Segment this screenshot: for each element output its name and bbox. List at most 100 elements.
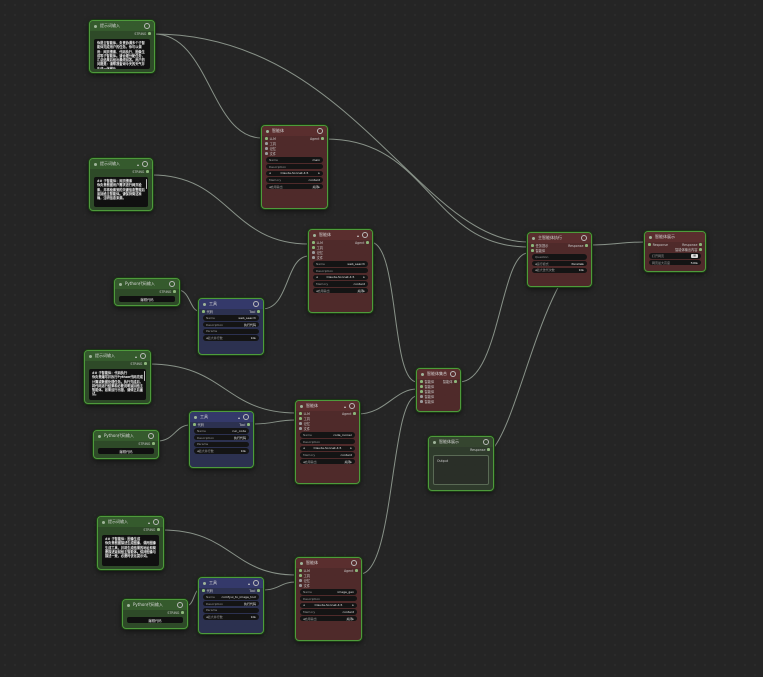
circle-dot-icon[interactable] (203, 581, 206, 585)
triangle-left-icon[interactable]: ◂ (303, 459, 305, 464)
circle-dot-icon[interactable] (300, 404, 303, 408)
python-input-node-1[interactable]: Python代码输入 STRING 编辑代码 (114, 278, 180, 306)
input-slot-tools[interactable] (265, 142, 268, 145)
triangle-right-icon[interactable]: ▸ (363, 275, 365, 280)
circle-dot-icon[interactable] (532, 236, 535, 240)
input-slot-agent-1[interactable] (420, 380, 423, 383)
prompt-textarea[interactable]: 你是主智能体，负责协调多个子智能体完成用户的任务。你可以调用：网页搜索、代码执行… (94, 39, 150, 69)
circle-toggle-icon[interactable] (142, 161, 148, 167)
agent-collection-node[interactable]: 智能体集合 智能体智能体 智能体 智能体 智能体 智能体 (416, 368, 461, 412)
input-slot-agent-5[interactable] (420, 400, 423, 403)
output-slot[interactable] (699, 243, 702, 246)
input-slot-response[interactable] (487, 448, 490, 451)
circle-dot-icon[interactable] (89, 354, 92, 358)
pin-icon[interactable]: ▴ (247, 580, 250, 586)
circle-dot-icon[interactable] (94, 162, 97, 166)
circle-toggle-icon[interactable] (177, 602, 183, 608)
widget-value[interactable]: 是 (691, 253, 698, 258)
node-header[interactable]: 智能体 (262, 126, 327, 136)
output-slot[interactable] (181, 611, 184, 614)
edit-code-button[interactable]: 编辑代码 (98, 448, 154, 454)
circle-dot-icon[interactable] (266, 129, 269, 133)
circle-toggle-icon[interactable] (581, 235, 587, 241)
edit-code-button[interactable]: 编辑代码 (127, 617, 183, 623)
model-select[interactable]: ◂Claude-Sonnet-4.5▸ (266, 170, 323, 177)
output-slot[interactable] (146, 170, 149, 173)
triangle-left-icon[interactable]: ◂ (197, 449, 199, 454)
model-select[interactable]: ◂Claude-Sonnet-4.5▸ (300, 445, 355, 452)
triangle-left-icon[interactable]: ◂ (269, 184, 271, 189)
triangle-left-icon[interactable]: ◂ (303, 616, 305, 621)
node-header[interactable]: 智能体展示 (429, 437, 493, 447)
node-header[interactable]: 工具 ▴ (199, 578, 263, 588)
output-slot[interactable] (157, 528, 160, 531)
input-slot-tools[interactable] (299, 574, 302, 577)
prompt-textarea[interactable]: ## 子智能体：图像生成 你负责根据描述生成图像，调用图像生成工具，并将生成结果… (102, 535, 159, 566)
output-slot[interactable] (152, 442, 155, 445)
node-header[interactable]: 智能体 (296, 558, 361, 568)
triangle-left-icon[interactable]: ◂ (206, 615, 208, 620)
circle-toggle-icon[interactable] (317, 128, 323, 134)
node-header[interactable]: Python代码输入 (115, 279, 179, 289)
triangle-left-icon[interactable]: ◂ (535, 261, 537, 266)
circle-toggle-icon[interactable] (243, 414, 249, 420)
pin-icon[interactable]: ▴ (343, 403, 346, 409)
output-slot-agent[interactable] (355, 569, 358, 572)
scrollbar[interactable] (143, 371, 145, 381)
triangle-right-icon[interactable]: ▸ (244, 449, 246, 454)
triangle-left-icon[interactable]: ◂ (303, 603, 305, 608)
params-widget[interactable]: Params (194, 441, 249, 448)
input-slot-agent-3[interactable] (420, 390, 423, 393)
triangle-left-icon[interactable]: ◂ (316, 288, 318, 293)
triangle-right-icon[interactable]: ▸ (363, 288, 365, 293)
triangle-left-icon[interactable]: ◂ (316, 275, 318, 280)
pin-icon[interactable]: ▴ (136, 161, 139, 167)
triangle-left-icon[interactable]: ◂ (206, 336, 208, 341)
node-header[interactable]: 智能体集合 (417, 369, 460, 379)
enable-output-toggle[interactable]: ◂启用输出关闭▸ (266, 184, 323, 190)
node-header[interactable]: 主智能体执行 (528, 233, 591, 243)
input-slot-file[interactable] (299, 427, 302, 430)
pin-icon[interactable]: ▴ (147, 519, 150, 525)
triangle-left-icon[interactable]: ◂ (535, 268, 537, 273)
input-slot-code[interactable] (193, 423, 196, 426)
node-header[interactable]: 工具 (199, 299, 263, 309)
triangle-right-icon[interactable]: ▸ (582, 261, 584, 266)
pin-icon[interactable]: ▴ (237, 414, 240, 420)
pin-icon[interactable]: ▴ (356, 232, 359, 238)
output-slot-tool[interactable] (247, 423, 250, 426)
pin-icon[interactable]: ▴ (134, 353, 137, 359)
circle-dot-icon[interactable] (98, 434, 101, 438)
circle-toggle-icon[interactable] (351, 560, 357, 566)
triangle-left-icon[interactable]: ◂ (269, 171, 271, 176)
circle-toggle-icon[interactable] (483, 439, 489, 445)
circle-toggle-icon[interactable] (153, 519, 159, 525)
input-slot-file[interactable] (265, 152, 268, 155)
triangle-right-icon[interactable]: ▸ (318, 171, 320, 176)
input-slot-agent-4[interactable] (420, 395, 423, 398)
text-input-node-1[interactable]: 提示词输入 STRING 你是主智能体，负责协调多个子智能体完成用户的任务。你可… (89, 20, 155, 73)
prompt-textarea[interactable]: ## 子智能体：网页搜索 你负责根据用户需求进行网页检索，并将检索到的关键信息整… (94, 177, 148, 207)
node-header[interactable]: 提示词输入 (90, 21, 154, 31)
params-widget[interactable]: Params (203, 607, 259, 614)
triangle-right-icon[interactable]: ▸ (254, 336, 256, 341)
input-slot-memory[interactable] (299, 422, 302, 425)
triangle-right-icon[interactable]: ▸ (350, 459, 352, 464)
output-slot-content[interactable] (699, 248, 702, 251)
input-slot-llm[interactable] (299, 412, 302, 415)
circle-toggle-icon[interactable] (450, 371, 456, 377)
node-header[interactable]: 提示词输入 ▴ (90, 159, 152, 169)
python-input-node-3[interactable]: Python代码输入 STRING 编辑代码 (122, 599, 188, 629)
params-widget[interactable]: Params (203, 328, 259, 335)
output-slot-tool[interactable] (257, 589, 260, 592)
